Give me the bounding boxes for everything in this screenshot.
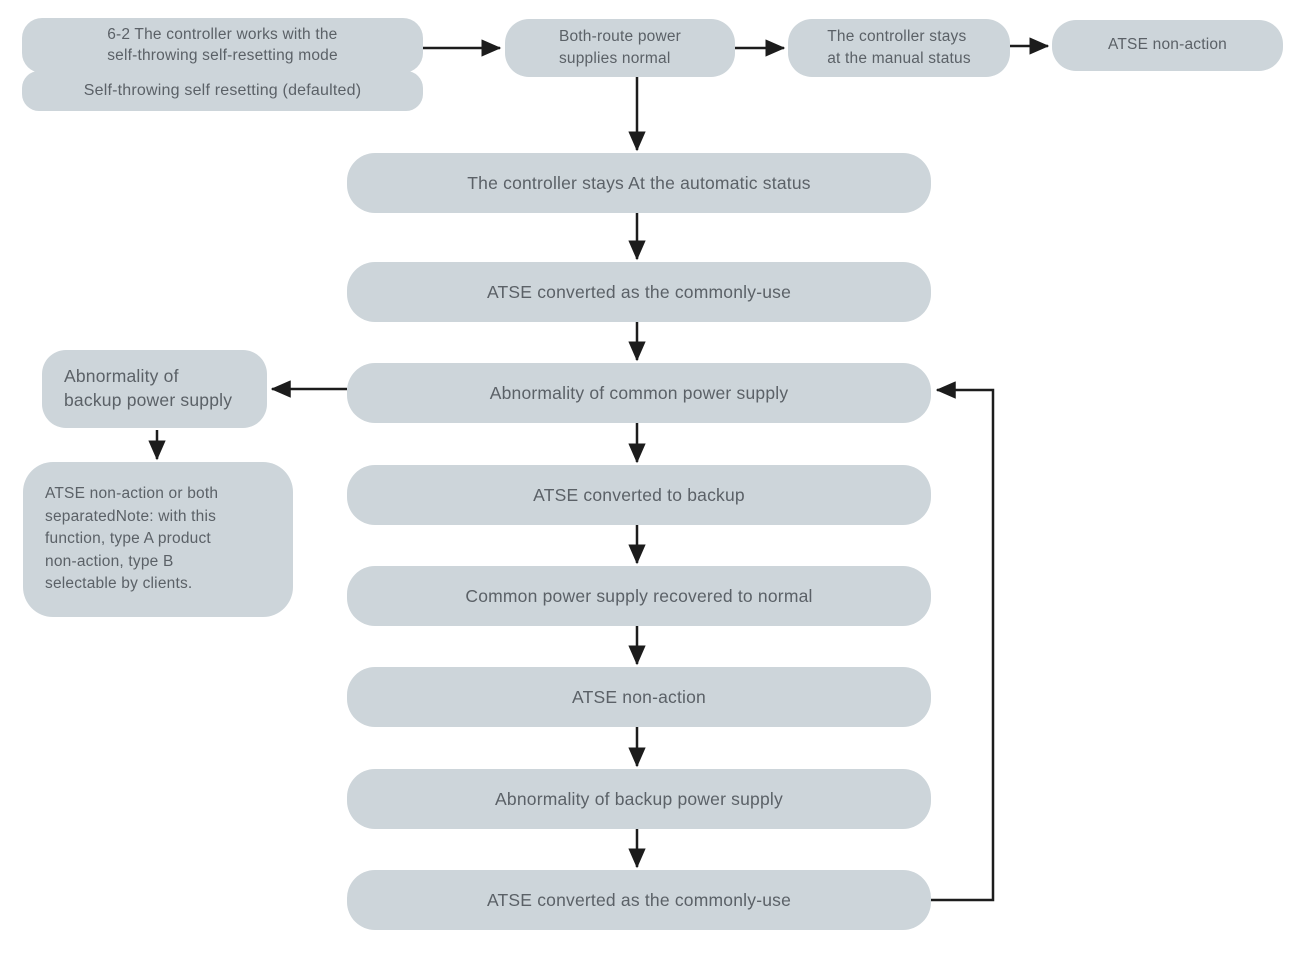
node-abnormal-backup-left: Abnormality of backup power supply bbox=[42, 350, 267, 428]
node-atse-non-action-top: ATSE non-action bbox=[1052, 20, 1283, 71]
node-converted-backup: ATSE converted to backup bbox=[347, 465, 931, 525]
node-abnormal-common: Abnormality of common power supply bbox=[347, 363, 931, 423]
node-automatic-status: The controller stays At the automatic st… bbox=[347, 153, 931, 213]
node-non-action-note: ATSE non-action or both separatedNote: w… bbox=[23, 462, 293, 617]
arrow-converted2-loop-to-abncommon bbox=[931, 381, 995, 902]
node-both-route-normal: Both-route power supplies normal bbox=[505, 19, 735, 77]
node-manual-status: The controller stays at the manual statu… bbox=[788, 19, 1010, 77]
node-mode-title: 6-2 The controller works with the self-t… bbox=[22, 18, 423, 73]
node-converted-common-2: ATSE converted as the commonly-use bbox=[347, 870, 931, 930]
node-converted-common-1: ATSE converted as the commonly-use bbox=[347, 262, 931, 322]
node-atse-non-action-mid: ATSE non-action bbox=[347, 667, 931, 727]
node-abnormal-backup-mid: Abnormality of backup power supply bbox=[347, 769, 931, 829]
node-mode-default: Self-throwing self resetting (defaulted) bbox=[22, 71, 423, 111]
node-common-recovered: Common power supply recovered to normal bbox=[347, 566, 931, 626]
